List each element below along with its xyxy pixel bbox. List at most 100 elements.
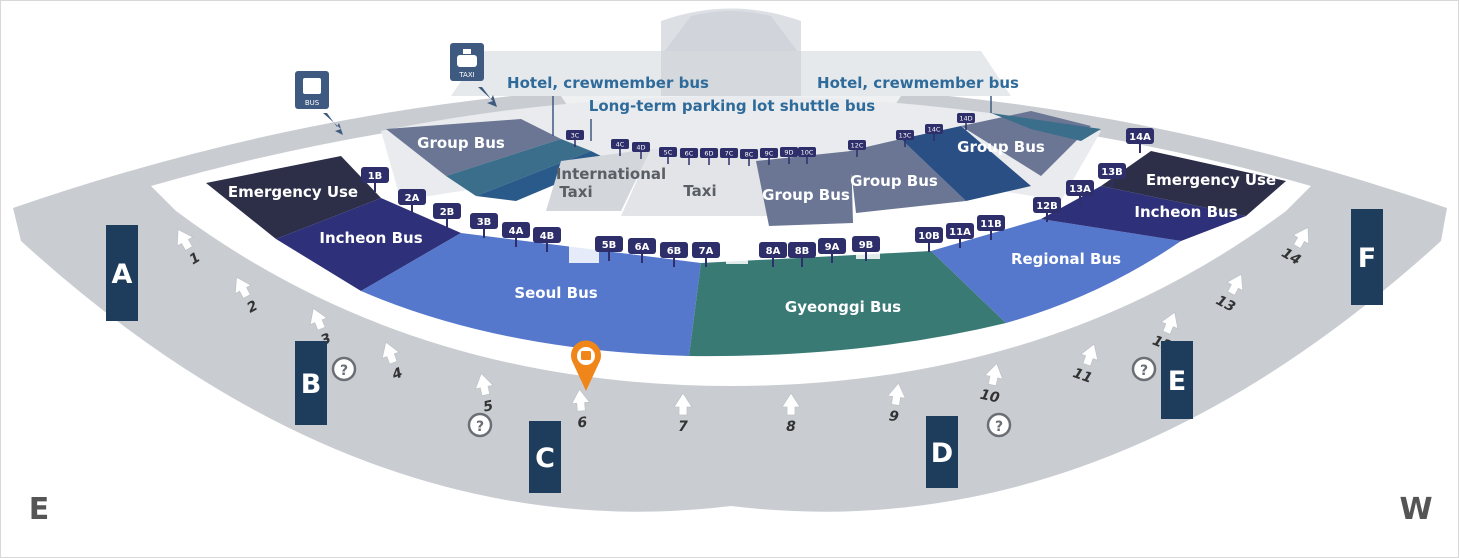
bus-stop-label: 9C [765, 150, 774, 158]
bus-stop-label: 3C [571, 132, 580, 140]
exit-number: 6 [577, 415, 588, 432]
bus-stop-label: 7C [725, 150, 734, 158]
bus-stop-sign: 5C [659, 147, 677, 164]
zone-hotel-right [991, 113, 1101, 141]
exit-number: 7 [678, 419, 688, 435]
bus-stop-label: 13C [899, 132, 912, 140]
zone-right-dark [901, 126, 1031, 201]
bus-stop-sign: 9C [760, 148, 778, 165]
exit-marker[interactable]: 5 [472, 372, 498, 417]
compass-west: W [1399, 492, 1432, 527]
bus-stop-label: 8C [745, 151, 754, 159]
gate-c: C [529, 421, 561, 493]
gate-b: B [295, 341, 327, 425]
bus-stop-sign: 13C [896, 130, 914, 147]
bus-stop-sign: 6D [700, 148, 718, 165]
bus-stop-label: 2B [440, 207, 455, 218]
label-incheon-right: Incheon Bus [1134, 203, 1237, 221]
bus-stop-label: 6C [685, 150, 694, 158]
bus-stop-sign: 8A [759, 242, 787, 267]
bus-stop-sign: 3B [470, 213, 498, 238]
bus-stop-label: 5B [602, 240, 617, 251]
bus-stop-sign: 6C [680, 148, 698, 165]
label-regional: Regional Bus [1011, 250, 1121, 268]
bus-stop-sign: 6A [628, 238, 656, 263]
label-long-term: Long-term parking lot shuttle bus [589, 97, 876, 115]
bus-stop-label: 4A [509, 226, 524, 237]
exit-marker[interactable]: 4 [377, 339, 408, 385]
svg-text:?: ? [1140, 363, 1148, 379]
zone-group-bus-left [386, 119, 561, 176]
bus-stop-sign: 13B [1098, 163, 1126, 188]
label-intl-taxi-2: Taxi [559, 183, 592, 201]
info-icons: ? ? ? ? [331, 356, 1157, 438]
gate-f: F [1351, 209, 1383, 305]
svg-text:?: ? [340, 363, 348, 379]
exit-marker[interactable]: 10 [978, 361, 1006, 407]
bus-stop-sign: 8C [740, 149, 758, 166]
bus-stop-label: 1B [368, 171, 383, 182]
label-gyeonggi: Gyeonggi Bus [785, 298, 901, 316]
label-group-right: Group Bus [957, 138, 1045, 156]
bus-stop-label: 8B [795, 246, 810, 257]
bus-stop-label: 4C [616, 141, 625, 149]
zone-group-bus-center [756, 151, 853, 226]
zone-group-bus-center2 [849, 139, 966, 213]
label-hotel-right: Hotel, crewmember bus [817, 74, 1019, 92]
exit-number: 8 [786, 419, 796, 435]
gate-label: E [1168, 366, 1186, 397]
info-icon[interactable]: ? [986, 412, 1012, 438]
gate-label: D [931, 438, 953, 469]
taxi-icon: TAXI [450, 43, 497, 107]
bus-stop-label: 4B [540, 231, 555, 242]
bus-stop-sign: 10C [798, 147, 816, 164]
svg-text:BUS: BUS [305, 99, 320, 107]
bus-stop-sign: 3C [566, 130, 584, 147]
exit-number: 11 [1071, 365, 1095, 387]
bus-stop-sign: 14C [925, 124, 943, 141]
bus-stop-label: 11A [949, 227, 971, 238]
exit-marker[interactable]: 7 [673, 392, 693, 435]
gate-label: A [112, 259, 133, 290]
bus-stop-label: 2A [405, 193, 420, 204]
exit-marker[interactable]: 8 [781, 392, 801, 435]
label-group-center: Group Bus [762, 186, 850, 204]
exit-marker[interactable]: 6 [570, 388, 592, 431]
label-group-center2: Group Bus [850, 172, 938, 190]
bus-stop-label: 6B [667, 246, 682, 257]
location-pin-icon[interactable] [571, 340, 601, 391]
bus-stop-sign: 11B [977, 215, 1005, 240]
svg-text:TAXI: TAXI [458, 71, 474, 79]
bus-stop-label: 13A [1069, 184, 1091, 195]
bus-stop-sign: 2B [433, 203, 461, 228]
exit-number: 10 [978, 387, 1001, 407]
compass-east: E [29, 492, 50, 527]
bus-stop-label: 13B [1101, 167, 1123, 178]
label-incheon-left: Incheon Bus [319, 229, 422, 247]
bus-stop-label: 14D [959, 115, 972, 123]
label-emergency-left: Emergency Use [228, 183, 358, 201]
bus-stop-sign: 6B [660, 242, 688, 267]
info-icon[interactable]: ? [1131, 356, 1157, 382]
exit-marker[interactable]: 11 [1071, 341, 1104, 387]
bus-stop-label: 12C [851, 142, 864, 150]
bus-stop-sign: 2A [398, 189, 426, 214]
bus-icon: BUS [295, 71, 343, 135]
bus-stop-sign: 11A [946, 223, 974, 248]
bus-stop-label: 8A [766, 246, 781, 257]
bus-stop-sign: 4D [632, 142, 650, 159]
bus-stop-sign: 4B [533, 227, 561, 252]
bus-stop-sign: 14A [1126, 128, 1154, 153]
exit-marker[interactable]: 9 [884, 382, 908, 426]
bus-stop-sign: 10B [915, 227, 943, 252]
zone-emergency-left [206, 156, 381, 239]
bus-stop-label: 14C [928, 126, 941, 134]
info-icon[interactable]: ? [467, 412, 493, 438]
bus-stop-label: 11B [980, 219, 1002, 230]
info-icon[interactable]: ? [331, 356, 357, 382]
bus-stop-label: 10C [801, 149, 814, 157]
bus-stop-sign: 4C [611, 139, 629, 156]
bus-stop-sign: 9D [780, 147, 798, 164]
